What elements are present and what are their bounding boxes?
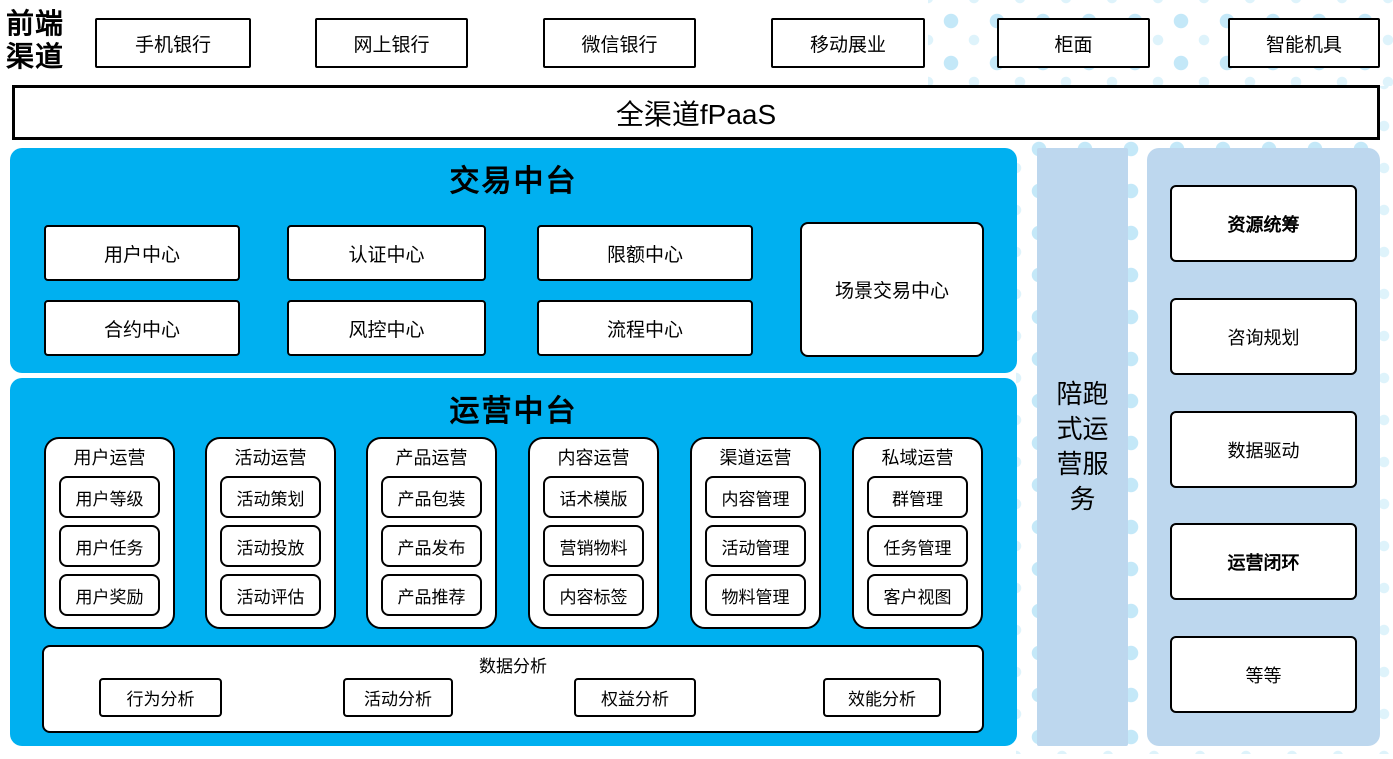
analysis-label: 权益分析	[601, 690, 669, 709]
analysis-box-rights: 权益分析	[574, 678, 696, 717]
companion-service-label: 陪跑式运营服务	[1056, 379, 1109, 514]
ops-column-title: 私域运营	[881, 448, 954, 468]
analysis-box-efficiency: 效能分析	[823, 678, 941, 717]
channel-label: 网上银行	[353, 34, 430, 56]
trade-platform-title: 交易中台	[449, 165, 578, 198]
ops-item: 用户任务	[59, 525, 160, 567]
ops-item: 产品推荐	[381, 574, 482, 616]
front-channel-label: 前端渠道	[6, 9, 65, 73]
ops-column-title: 产品运营	[395, 448, 468, 468]
data-analysis-bar: 数据分析 行为分析 活动分析 权益分析 效能分析	[42, 645, 984, 733]
channel-label: 智能机具	[1265, 34, 1342, 56]
channel-box-smart-machine: 智能机具	[1228, 18, 1380, 68]
ops-item: 产品发布	[381, 525, 482, 567]
center-box-process: 流程中心	[537, 300, 753, 356]
ops-item: 物料管理	[705, 574, 806, 616]
ops-platform-title: 运营中台	[449, 395, 578, 428]
service-label: 数据驱动	[1227, 440, 1300, 461]
channel-label: 微信银行	[581, 34, 658, 56]
channel-label: 手机银行	[134, 34, 211, 56]
center-label: 认证中心	[348, 244, 425, 266]
service-box-data-driven: 数据驱动	[1170, 411, 1357, 488]
ops-column-private-domain: 私域运营 群管理 任务管理 客户视图	[852, 437, 983, 629]
center-label: 风控中心	[348, 319, 425, 341]
service-box-resource-planning: 资源统筹	[1170, 185, 1357, 262]
analysis-label: 活动分析	[364, 690, 432, 709]
analysis-box-activity: 活动分析	[343, 678, 453, 717]
analysis-label: 效能分析	[848, 690, 916, 709]
ops-item: 活动投放	[220, 525, 321, 567]
ops-platform-section: 运营中台 用户运营 用户等级 用户任务 用户奖励 活动运营 活动策划 活动投放 …	[10, 378, 1017, 746]
service-label: 咨询规划	[1227, 327, 1300, 348]
trade-platform-section: 交易中台 用户中心 认证中心 限额中心 合约中心 风控中心 流程中心 场景交易中…	[10, 148, 1017, 373]
center-box-limit: 限额中心	[537, 225, 753, 281]
companion-service-bar: 陪跑式运营服务	[1037, 148, 1128, 746]
channel-box-online-banking: 网上银行	[315, 18, 468, 68]
data-analysis-title: 数据分析	[479, 657, 547, 676]
ops-column-title: 渠道运营	[719, 448, 792, 468]
fpaas-label: 全渠道fPaaS	[615, 98, 777, 130]
channel-box-wechat-banking: 微信银行	[543, 18, 696, 68]
center-label: 场景交易中心	[834, 281, 949, 302]
analysis-label: 行为分析	[126, 690, 195, 709]
service-panel: 资源统筹 咨询规划 数据驱动 运营闭环 等等	[1147, 148, 1380, 746]
ops-item: 话术模版	[543, 476, 644, 518]
service-box-ops-closed-loop: 运营闭环	[1170, 523, 1357, 600]
ops-item: 产品包装	[381, 476, 482, 518]
center-label: 限额中心	[606, 244, 683, 266]
channel-box-mobile-business: 移动展业	[771, 18, 925, 68]
center-box-risk: 风控中心	[287, 300, 486, 356]
channel-label: 移动展业	[809, 34, 886, 56]
service-box-consulting-planning: 咨询规划	[1170, 298, 1357, 375]
ops-column-channel: 渠道运营 内容管理 活动管理 物料管理	[690, 437, 821, 629]
ops-column-title: 用户运营	[73, 448, 146, 468]
ops-item: 内容管理	[705, 476, 806, 518]
analysis-box-behavior: 行为分析	[99, 678, 222, 717]
ops-item: 用户奖励	[59, 574, 160, 616]
center-box-scene-trade: 场景交易中心	[800, 222, 984, 357]
ops-item: 活动评估	[220, 574, 321, 616]
service-label: 运营闭环	[1227, 552, 1300, 573]
ops-column-product: 产品运营 产品包装 产品发布 产品推荐	[366, 437, 497, 629]
ops-item: 任务管理	[867, 525, 968, 567]
ops-column-title: 活动运营	[234, 448, 307, 468]
center-label: 流程中心	[606, 319, 683, 341]
channel-box-counter: 柜面	[997, 18, 1150, 68]
service-label: 资源统筹	[1227, 214, 1300, 235]
ops-column-content: 内容运营 话术模版 营销物料 内容标签	[528, 437, 659, 629]
channel-label: 柜面	[1054, 34, 1093, 56]
ops-item: 内容标签	[543, 574, 644, 616]
ops-item: 群管理	[867, 476, 968, 518]
ops-item: 活动策划	[220, 476, 321, 518]
service-box-etc: 等等	[1170, 636, 1357, 713]
fpaas-bar: 全渠道fPaaS	[12, 85, 1380, 140]
center-label: 合约中心	[103, 319, 180, 341]
ops-item: 客户视图	[867, 574, 968, 616]
ops-item: 用户等级	[59, 476, 160, 518]
ops-item: 活动管理	[705, 525, 806, 567]
ops-item: 营销物料	[543, 525, 644, 567]
ops-column-activity: 活动运营 活动策划 活动投放 活动评估	[205, 437, 336, 629]
center-box-auth: 认证中心	[287, 225, 486, 281]
center-box-user: 用户中心	[44, 225, 240, 281]
channel-box-mobile-banking: 手机银行	[95, 18, 251, 68]
ops-column-user: 用户运营 用户等级 用户任务 用户奖励	[44, 437, 175, 629]
service-label: 等等	[1245, 665, 1282, 686]
center-box-contract: 合约中心	[44, 300, 240, 356]
ops-column-title: 内容运营	[557, 448, 630, 468]
center-label: 用户中心	[103, 244, 180, 266]
